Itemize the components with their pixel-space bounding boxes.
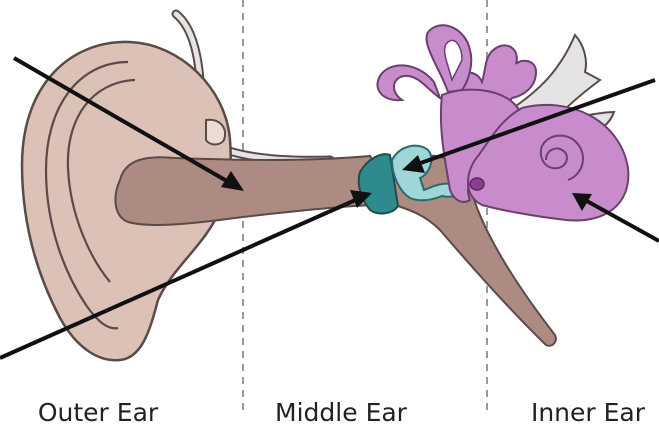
label-inner-ear: Inner Ear (531, 398, 645, 427)
ear-canal (115, 156, 378, 225)
label-outer-ear: Outer Ear (38, 398, 158, 427)
arrow-to-cochlea (585, 200, 659, 241)
label-middle-ear: Middle Ear (275, 398, 407, 427)
oval-window (470, 178, 484, 190)
